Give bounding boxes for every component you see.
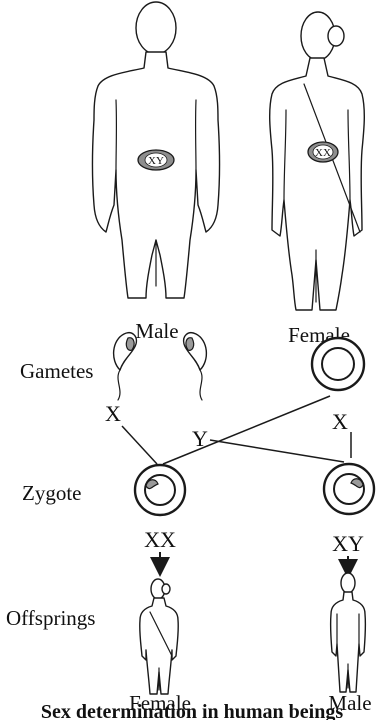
- female-figure: XX: [269, 11, 365, 311]
- offsprings-row-label: Offsprings: [6, 606, 95, 630]
- diagram-caption: Sex determination in human beings: [41, 701, 343, 720]
- male-offspring-figure: [329, 572, 367, 693]
- gametes-row-label: Gametes: [20, 359, 93, 383]
- female-chromosome-label: XX: [315, 147, 331, 159]
- male-chromosome-label: XY: [148, 155, 164, 167]
- sperm-x-label: X: [105, 401, 121, 426]
- female-offspring-figure: [139, 578, 179, 695]
- zygote-xy: [322, 462, 376, 516]
- female-offspring-label: Female: [129, 691, 191, 715]
- zygote-xx-label: XX: [144, 527, 176, 552]
- zygote-row-label: Zygote: [22, 481, 81, 505]
- male-chromosome-badge: XY: [137, 149, 175, 171]
- female-chromosome-badge: XX: [307, 141, 339, 163]
- zygote-xx: [133, 463, 187, 517]
- sperm-y: [182, 332, 207, 401]
- sperm-y-label: Y: [192, 426, 208, 451]
- male-offspring-label: Male: [328, 691, 371, 715]
- male-figure: XY: [91, 1, 221, 299]
- egg-x-label: X: [332, 409, 348, 434]
- egg-x: [310, 336, 366, 392]
- fertilization-lines: [121, 395, 352, 465]
- male-adult-label: Male: [135, 319, 178, 343]
- sperm-x: [113, 332, 138, 401]
- zygote-xy-label: XY: [332, 531, 364, 556]
